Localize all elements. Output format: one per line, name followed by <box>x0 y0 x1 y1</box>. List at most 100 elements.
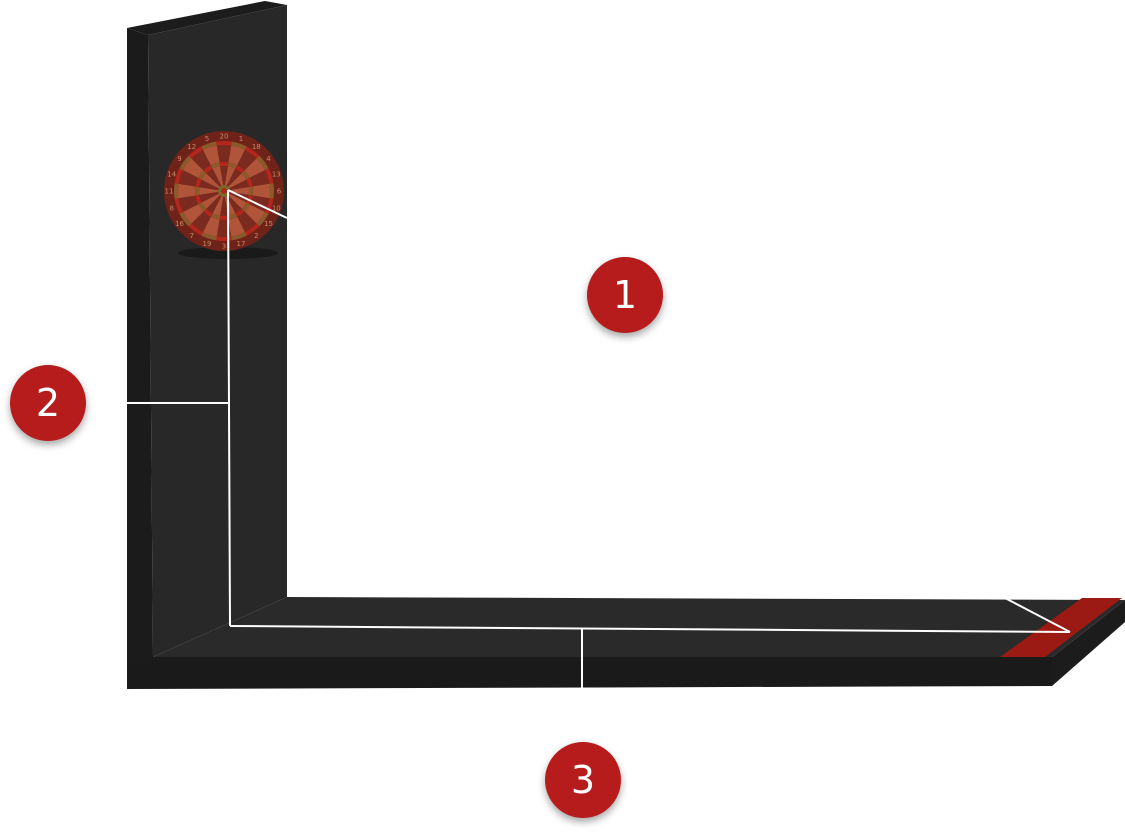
inner-single <box>226 195 242 214</box>
double-ring <box>174 198 183 214</box>
treble-ring <box>248 186 253 196</box>
inner-single <box>212 166 224 186</box>
bullseye <box>221 188 227 194</box>
board-number: 15 <box>264 220 273 228</box>
board-number: 9 <box>177 155 181 163</box>
outer-single <box>216 145 232 163</box>
outer-single <box>252 183 270 199</box>
wall-top <box>127 1 287 35</box>
board-number: 16 <box>175 220 184 228</box>
treble-ring <box>195 186 200 196</box>
treble-ring <box>195 177 202 188</box>
inner-single <box>198 187 219 195</box>
inner-single <box>229 191 249 203</box>
outer-single <box>249 170 270 187</box>
wall-front <box>148 5 287 657</box>
board-number: 7 <box>189 232 193 240</box>
outer-single <box>237 150 257 171</box>
treble-ring <box>203 165 213 174</box>
inner-single <box>226 168 242 187</box>
board-number: 6 <box>277 188 282 196</box>
outer-single <box>203 216 220 237</box>
floor-side <box>1052 600 1125 686</box>
treble-ring <box>241 170 250 180</box>
treble-ring <box>198 202 207 212</box>
outer-single <box>237 211 257 232</box>
board-number: 11 <box>165 188 174 196</box>
measure-lines <box>127 189 1071 688</box>
double-ring <box>256 155 269 171</box>
badge-3: 3 <box>545 742 621 818</box>
treble-ring <box>210 213 221 220</box>
double-ring <box>179 211 192 227</box>
outer-single <box>228 216 245 237</box>
board-number: 2 <box>254 232 258 240</box>
inner-single <box>212 196 224 216</box>
board-number: 12 <box>187 143 196 151</box>
double-ring <box>188 146 204 159</box>
inner-single <box>201 173 220 189</box>
board-number: 19 <box>203 240 212 248</box>
outer-single <box>178 195 199 212</box>
line-board-to-wall <box>227 189 288 219</box>
outer-single <box>191 211 211 232</box>
treble-ring <box>210 162 221 169</box>
double-ring <box>201 141 217 150</box>
double-ring <box>244 223 260 236</box>
outer-single <box>178 183 196 199</box>
double-ring <box>256 211 269 227</box>
inner-single <box>220 196 228 217</box>
inner-single <box>229 179 249 191</box>
outer-single <box>191 150 211 171</box>
inner-single <box>228 173 247 189</box>
double-ring <box>174 168 183 184</box>
inner-single <box>228 193 247 209</box>
board-number: 8 <box>169 205 173 213</box>
double-ring <box>231 232 247 241</box>
double-ring <box>265 198 274 214</box>
treble-ring <box>219 162 229 167</box>
floor-top <box>153 597 1125 657</box>
outer-single <box>244 158 265 178</box>
double-ring <box>173 183 179 199</box>
line-board-height <box>227 189 231 627</box>
inner-single <box>201 193 220 209</box>
treble-ring <box>235 208 245 217</box>
badge-2: 2 <box>10 365 86 441</box>
line-diagonal <box>1004 597 1071 633</box>
double-ring <box>269 183 275 199</box>
outer-single <box>183 204 204 224</box>
outer-single <box>244 204 265 224</box>
floor-front <box>127 657 1052 689</box>
outer-single <box>203 145 220 166</box>
board-number: 10 <box>272 205 281 213</box>
board-number: 13 <box>272 171 281 179</box>
double-ring <box>216 140 232 146</box>
treble-ring <box>235 165 245 174</box>
treble-ring <box>219 215 229 220</box>
board-number: 14 <box>167 171 176 179</box>
treble-ring <box>227 162 238 169</box>
double-ring <box>231 141 247 150</box>
wall-side <box>127 28 153 688</box>
double-ring <box>188 223 204 236</box>
board-number: 1 <box>239 135 243 143</box>
double-ring <box>216 236 232 242</box>
outer-single <box>178 170 199 187</box>
badge-1: 1 <box>587 257 663 333</box>
inner-single <box>199 191 219 203</box>
double-ring <box>179 155 192 171</box>
treble-ring <box>241 202 250 212</box>
board-number: 18 <box>252 143 261 151</box>
board-number: 17 <box>237 240 246 248</box>
inner-single <box>206 168 222 187</box>
treble-ring <box>198 170 207 180</box>
inner-single <box>220 165 228 186</box>
double-ring <box>265 168 274 184</box>
double-ring <box>201 232 217 241</box>
treble-ring <box>195 194 202 205</box>
board-number: 20 <box>220 133 229 141</box>
inner-single <box>229 187 250 195</box>
treble-ring <box>203 208 213 217</box>
